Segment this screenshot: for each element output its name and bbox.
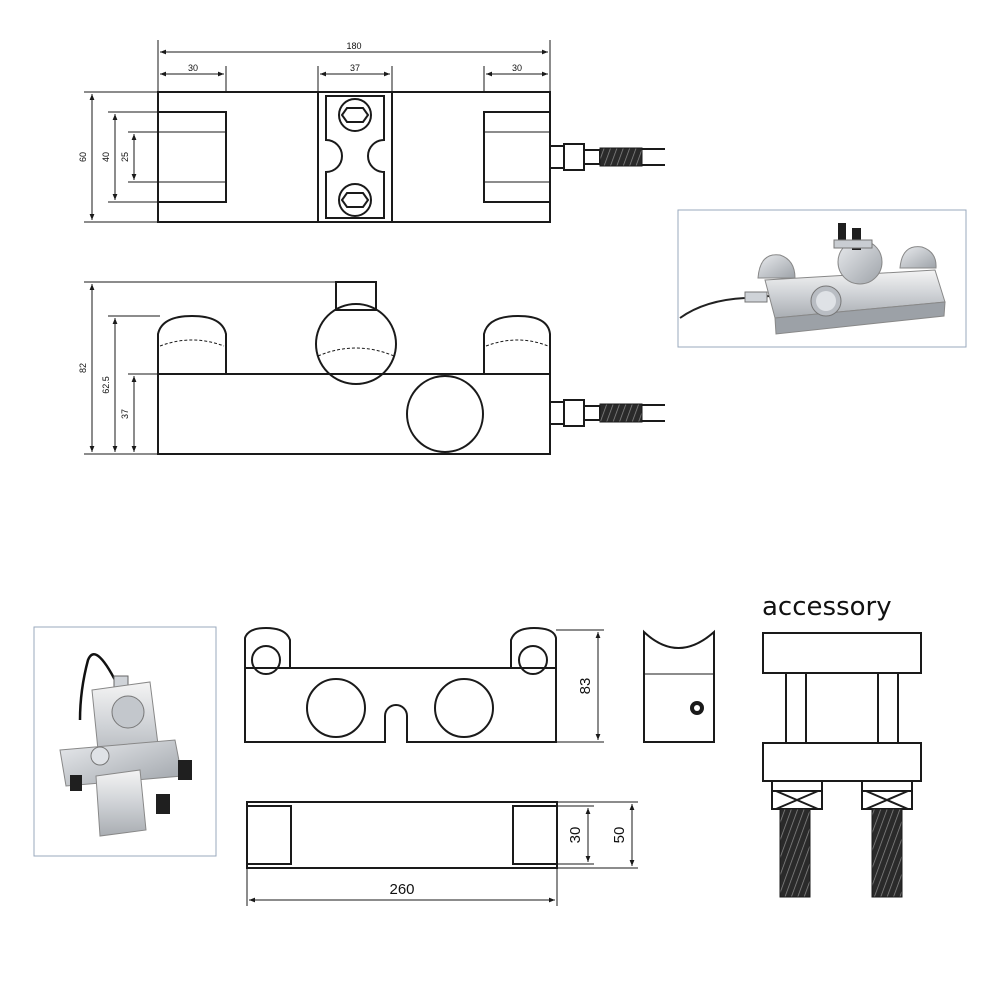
accessory-drawing: accessory xyxy=(762,592,922,898)
lower-top-view: 30 50 260 xyxy=(246,801,638,906)
dim-total-width: 180 xyxy=(346,41,361,51)
dim-right-block: 30 xyxy=(512,63,522,73)
hex-bolt-icon xyxy=(338,98,372,132)
accessory-top-plate xyxy=(762,632,922,674)
right-saddle xyxy=(483,314,551,374)
right-saddle xyxy=(510,626,557,668)
dim-lower-inner: 30 xyxy=(567,827,584,844)
dim-height-mid: 40 xyxy=(101,152,111,162)
left-hole xyxy=(306,678,366,738)
accessory-left-post xyxy=(785,672,807,744)
dim-lower-outer: 50 xyxy=(611,827,628,844)
dim-center: 37 xyxy=(350,63,360,73)
right-mount-block xyxy=(483,111,551,203)
center-plate-edges xyxy=(317,92,393,222)
cable-connector xyxy=(549,143,665,171)
left-saddle xyxy=(157,314,227,374)
lower-front-view: 83 xyxy=(244,626,604,743)
top-view: 180 30 37 30 60 40 25 xyxy=(78,40,665,223)
left-saddle xyxy=(244,626,291,668)
side-view-body xyxy=(157,373,551,455)
dim-lower-height: 83 xyxy=(577,678,594,695)
lower-side-body xyxy=(643,629,715,743)
accessory-title: accessory xyxy=(762,592,892,622)
center-plate xyxy=(325,95,385,219)
dim-height-inner: 25 xyxy=(120,152,130,162)
dim-height-outer: 60 xyxy=(78,152,88,162)
side-hole xyxy=(406,375,484,453)
left-mount-block xyxy=(157,111,227,203)
cable-connector xyxy=(549,399,665,427)
dim-lower-length: 260 xyxy=(389,881,414,898)
accessory-right-post xyxy=(877,672,899,744)
accessory-left-bolt xyxy=(771,780,823,898)
load-ball xyxy=(314,303,398,385)
side-view: 82 62.5 37 xyxy=(78,281,665,455)
hex-bolt-icon xyxy=(338,183,372,217)
lower-front-body xyxy=(244,667,557,743)
accessory-right-bolt xyxy=(861,780,913,898)
dim-body-height: 37 xyxy=(120,409,130,419)
product-photo-upper xyxy=(677,209,967,348)
accessory-bottom-plate xyxy=(762,742,922,782)
dim-left-block: 30 xyxy=(188,63,198,73)
dim-total-height: 82 xyxy=(78,363,88,373)
product-photo-lower xyxy=(33,626,217,857)
right-hole xyxy=(434,678,494,738)
dim-mid-height: 62.5 xyxy=(101,376,111,394)
load-stem xyxy=(335,281,377,311)
lower-top-body xyxy=(246,801,558,869)
lower-side-view xyxy=(643,629,715,743)
